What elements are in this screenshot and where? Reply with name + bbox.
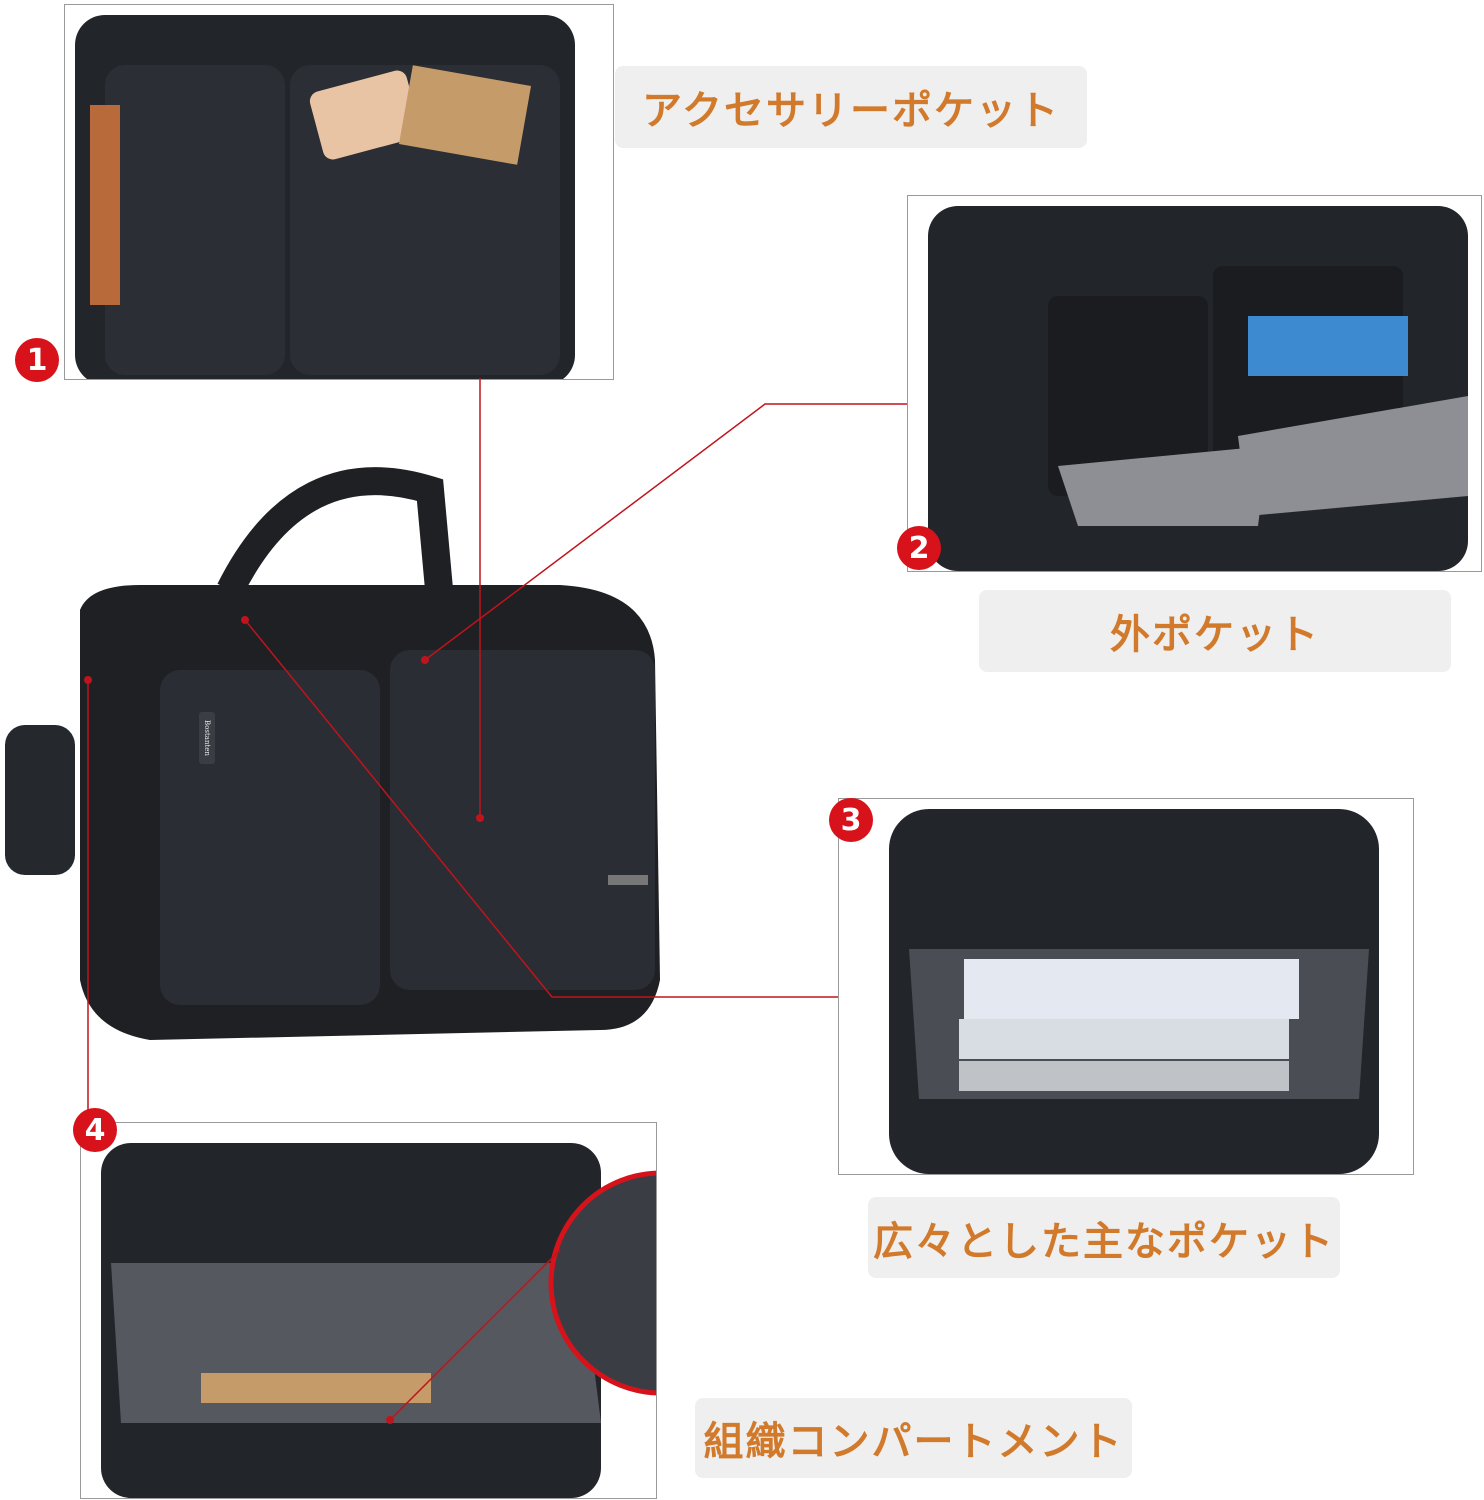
badge-number-4: 4 xyxy=(73,1108,117,1152)
label-main-pocket: 広々とした主なポケット xyxy=(868,1197,1340,1278)
label-outer-pocket: 外ポケット xyxy=(979,590,1451,672)
label-organizer-compartment: 組織コンパートメント xyxy=(695,1398,1132,1478)
bag-organizer-illustration xyxy=(101,1143,656,1498)
main-bag-illustration xyxy=(5,467,660,1040)
badge-number-2: 2 xyxy=(897,526,941,570)
label-accessory-pocket: アクセサリーポケット xyxy=(615,66,1087,148)
zipper-pull: Bostanten xyxy=(199,712,215,764)
bag-outer-pocket-illustration xyxy=(928,206,1468,571)
bag-front-illustration xyxy=(75,15,575,379)
photo-organizer-compartment xyxy=(80,1122,657,1499)
badge-number-3: 3 xyxy=(829,798,873,842)
bag-main-pocket-illustration xyxy=(889,809,1379,1174)
photo-main-pocket xyxy=(838,798,1414,1175)
badge-number-1: 1 xyxy=(15,338,59,382)
photo-accessory-pocket xyxy=(64,4,614,380)
brand-text: Bostanten xyxy=(203,720,211,756)
photo-outer-pocket xyxy=(907,195,1482,572)
